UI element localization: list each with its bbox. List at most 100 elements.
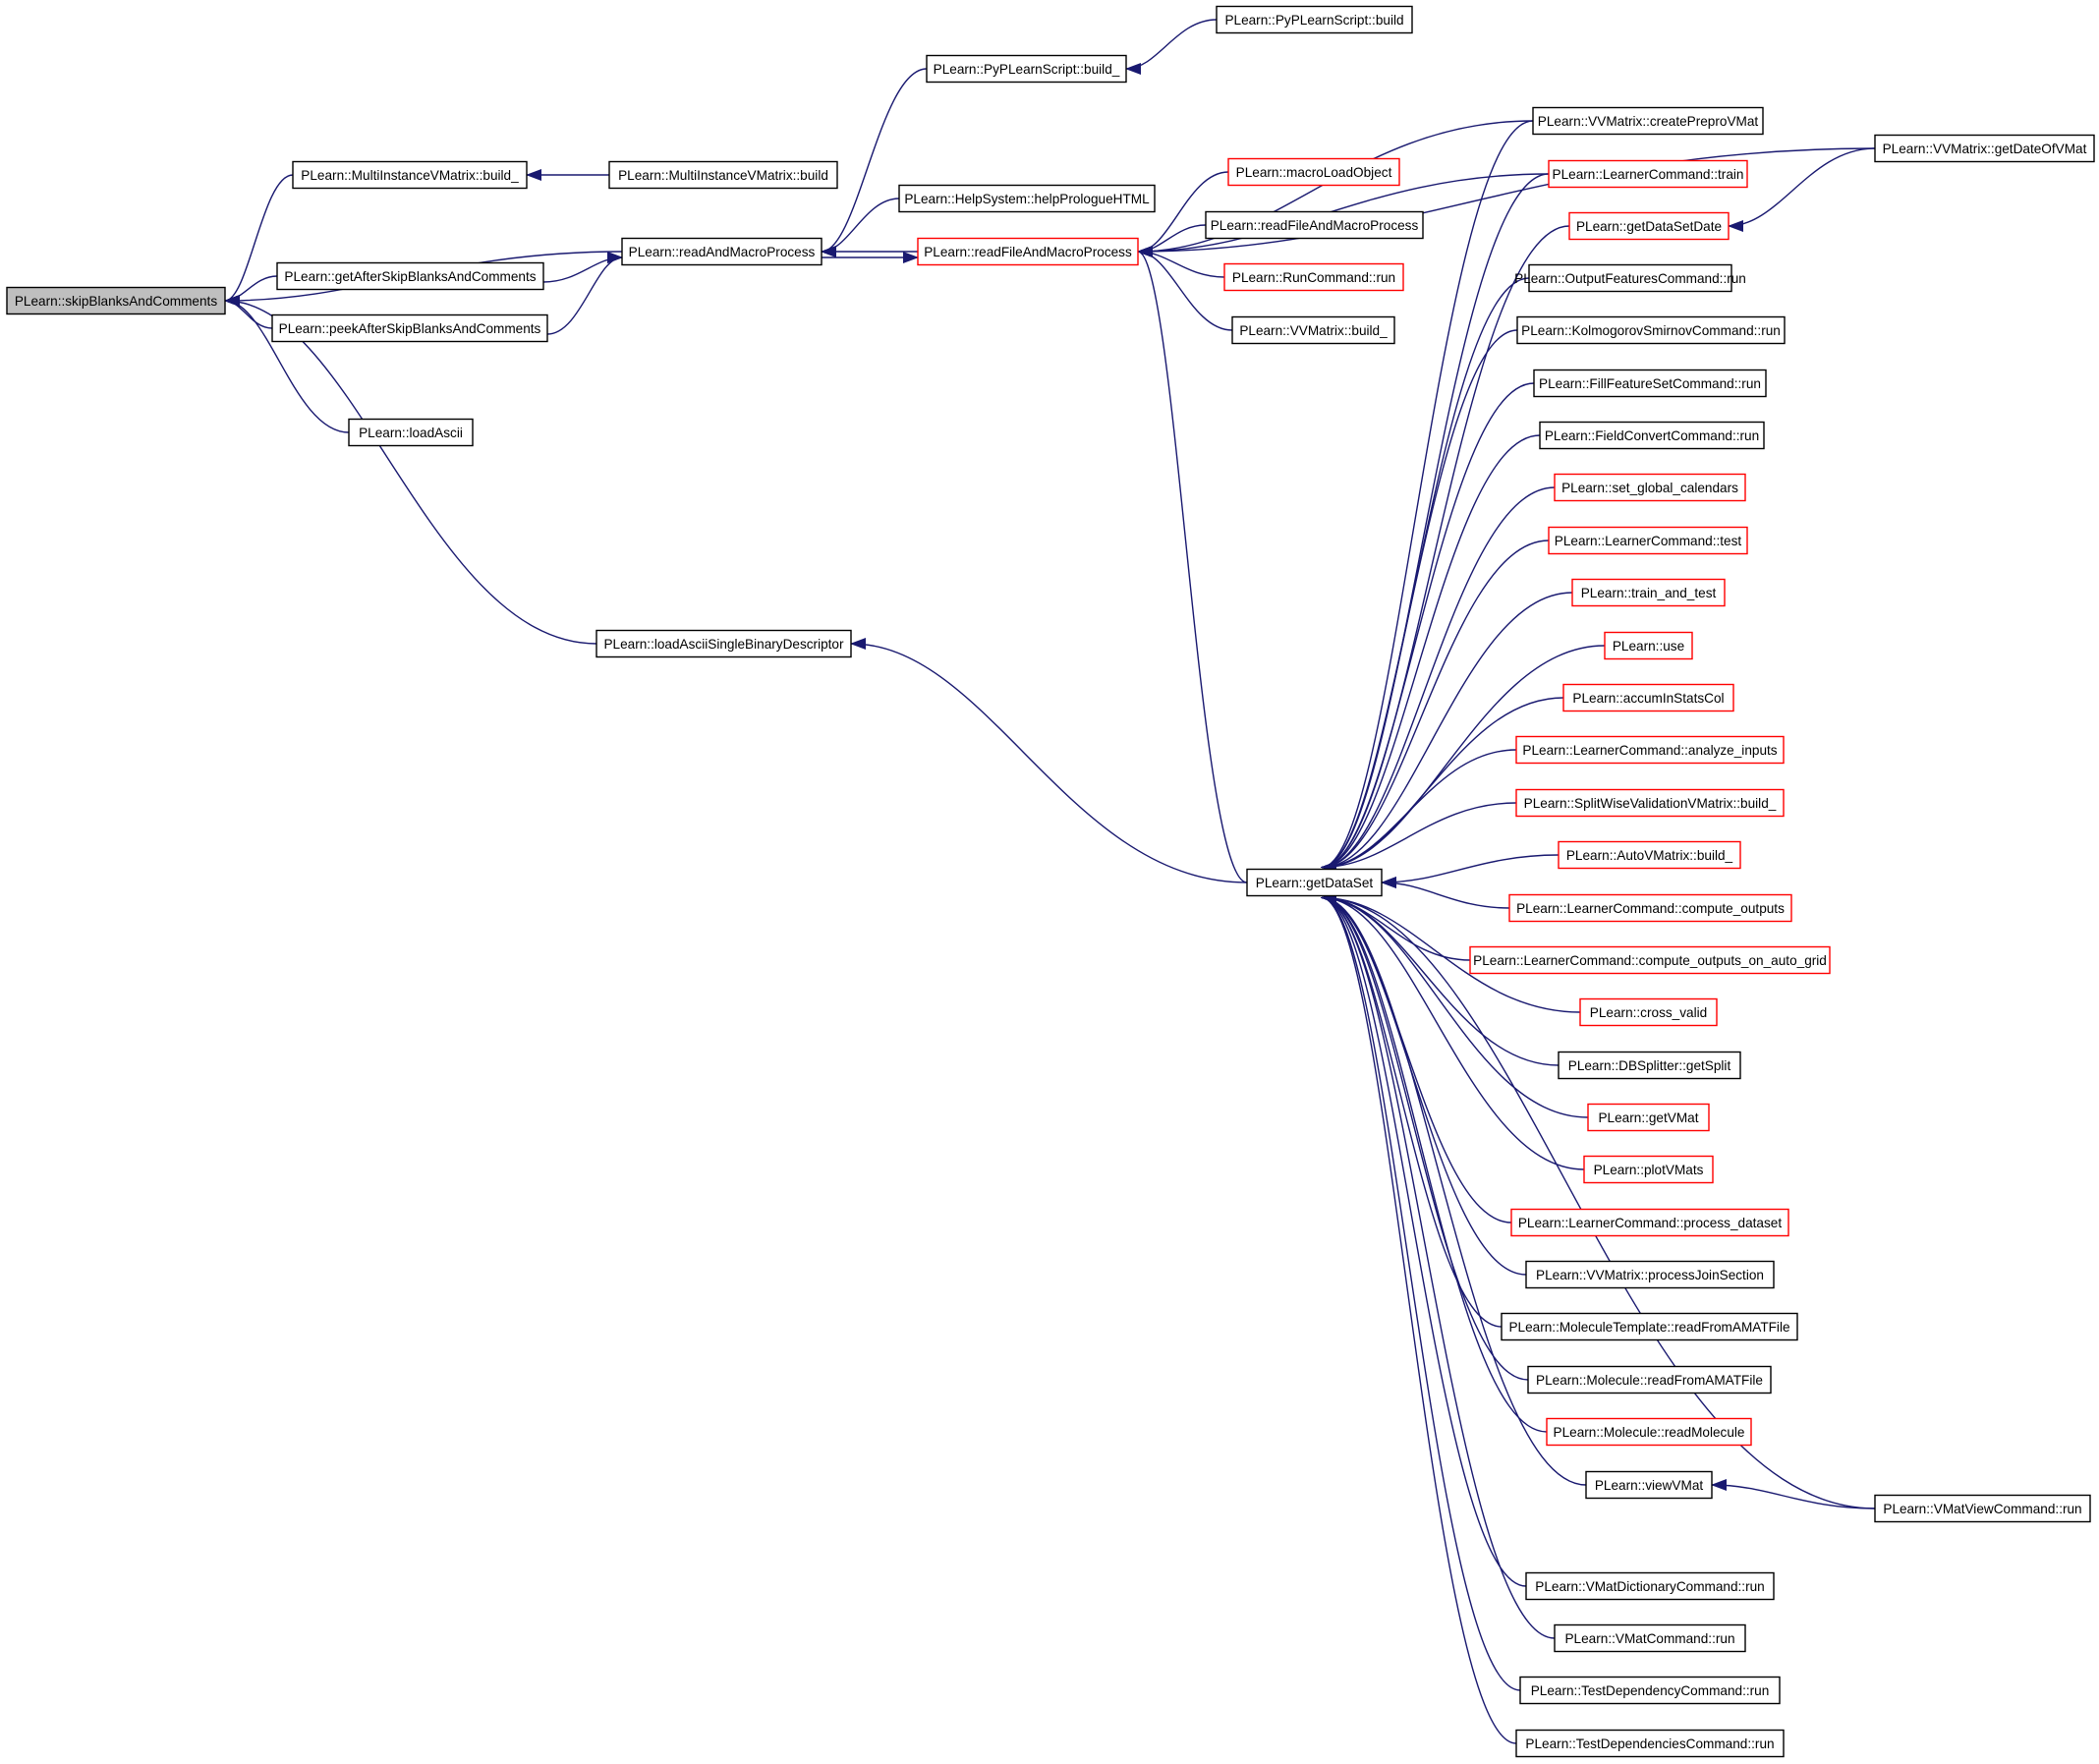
node-pyplearn_build[interactable]: PLearn::PyPLearnScript::build (1216, 5, 1413, 34)
node-box (1527, 1365, 1772, 1394)
node-mivm_build_[interactable]: PLearn::MultiInstanceVMatrix::build_ (292, 160, 528, 190)
node-loadasciisbd[interactable]: PLearn::loadAsciiSingleBinaryDescriptor (596, 629, 852, 658)
edge-getvmat-to-getdataset (1321, 891, 1589, 1118)
node-vmatview[interactable]: PLearn::VMatViewCommand::run (1874, 1494, 2091, 1523)
node-mivm_build[interactable]: PLearn::MultiInstanceVMatrix::build (608, 160, 838, 190)
node-box (1558, 1051, 1741, 1080)
node-label: PLearn::getAfterSkipBlanksAndComments (284, 269, 536, 284)
node-testdep[interactable]: PLearn::TestDependencyCommand::run (1519, 1676, 1781, 1705)
node-moltemplate[interactable]: PLearn::MoleculeTemplate::readFromAMATFi… (1501, 1312, 1798, 1341)
node-createprepro[interactable]: PLearn::VVMatrix::createPreproVMat (1532, 106, 1764, 136)
node-loadascii[interactable]: PLearn::loadAscii (348, 418, 474, 447)
node-box (1539, 421, 1765, 450)
edge-getafter-to-readandmacro (542, 252, 623, 283)
node-box (621, 237, 823, 266)
node-box (276, 261, 544, 291)
node-trainandtest[interactable]: PLearn::train_and_test (1571, 578, 1726, 607)
node-box (1510, 1208, 1789, 1237)
edge-compute_outputs-to-getdataset (1381, 877, 1510, 909)
node-testdeps[interactable]: PLearn::TestDependenciesCommand::run (1515, 1729, 1785, 1758)
node-vmatcmd[interactable]: PLearn::VMatCommand::run (1554, 1623, 1746, 1653)
node-readfile1[interactable]: PLearn::readFileAndMacroProcess (917, 237, 1139, 266)
edges-layer (224, 19, 1876, 1744)
edge-molreadmol-to-getdataset (1321, 891, 1548, 1433)
node-compute_outputs[interactable]: PLearn::LearnerCommand::compute_outputs (1508, 893, 1792, 923)
node-label: PLearn::accumInStatsCol (1572, 691, 1724, 706)
node-label: PLearn::getDataSetDate (1576, 219, 1722, 234)
node-outputfeatures[interactable]: PLearn::OutputFeaturesCommand::run (1514, 263, 1746, 293)
edge-createprepro-to-readfile1 (1137, 120, 1534, 257)
node-readandmacro[interactable]: PLearn::readAndMacroProcess (621, 237, 823, 266)
node-splitwise[interactable]: PLearn::SplitWiseValidationVMatrix::buil… (1515, 788, 1785, 818)
node-vvm_build_[interactable]: PLearn::VVMatrix::build_ (1231, 315, 1395, 345)
node-accumstats[interactable]: PLearn::accumInStatsCol (1562, 683, 1734, 712)
node-kolmogorov[interactable]: PLearn::KolmogorovSmirnovCommand::run (1516, 315, 1786, 345)
node-skip[interactable]: PLearn::skipBlanksAndComments (6, 286, 226, 315)
edge-testdep-to-getdataset (1321, 891, 1521, 1691)
node-peekafter[interactable]: PLearn::peekAfterSkipBlanksAndComments (271, 313, 548, 343)
node-macroload[interactable]: PLearn::macroLoadObject (1227, 157, 1400, 187)
node-plotvmats[interactable]: PLearn::plotVMats (1583, 1155, 1714, 1184)
edge-analyze-to-getdataset (1321, 749, 1517, 874)
edge-getdataset-to-loadasciisbd (850, 638, 1248, 883)
node-label: PLearn::OutputFeaturesCommand::run (1514, 271, 1746, 286)
node-label: PLearn::RunCommand::run (1232, 270, 1395, 285)
node-label: PLearn::MultiInstanceVMatrix::build_ (301, 168, 519, 183)
edge-setglobal-to-getdataset (1321, 486, 1556, 874)
node-helpprologue[interactable]: PLearn::HelpSystem::helpPrologueHTML (898, 184, 1156, 213)
node-box (1519, 1676, 1781, 1705)
node-runcommand[interactable]: PLearn::RunCommand::run (1223, 262, 1404, 292)
node-getdateofvmat[interactable]: PLearn::VVMatrix::getDateOfVMat (1874, 134, 2095, 163)
edge-autovm-to-getdataset (1381, 854, 1560, 888)
node-readfile2[interactable]: PLearn::readFileAndMacroProcess (1205, 210, 1424, 240)
edge-fillfeatureset-to-getdataset (1321, 382, 1535, 874)
node-getafter[interactable]: PLearn::getAfterSkipBlanksAndComments (276, 261, 544, 291)
node-box (1216, 5, 1413, 34)
node-label: PLearn::VVMatrix::getDateOfVMat (1883, 142, 2087, 156)
node-box (917, 237, 1139, 266)
node-label: PLearn::VMatDictionaryCommand::run (1535, 1579, 1764, 1594)
node-use[interactable]: PLearn::use (1604, 631, 1693, 660)
edge-loadascii-to-skip (224, 295, 350, 433)
node-viewvmat[interactable]: PLearn::viewVMat (1585, 1470, 1713, 1500)
node-box (348, 418, 474, 447)
node-molreadamat[interactable]: PLearn::Molecule::readFromAMATFile (1527, 1365, 1772, 1394)
node-getvmat[interactable]: PLearn::getVMat (1587, 1103, 1710, 1132)
node-processjoin[interactable]: PLearn::VVMatrix::processJoinSection (1525, 1260, 1775, 1289)
node-molreadmol[interactable]: PLearn::Molecule::readMolecule (1546, 1417, 1752, 1447)
node-getdataset[interactable]: PLearn::getDataSet (1246, 868, 1383, 897)
edge-helpprologue-to-readandmacro (821, 198, 900, 257)
node-setglobal[interactable]: PLearn::set_global_calendars (1554, 473, 1746, 502)
node-lc_train[interactable]: PLearn::LearnerCommand::train (1548, 159, 1748, 189)
nodes-layer: PLearn::skipBlanksAndComments PLearn::Mul… (6, 5, 2095, 1758)
node-label: PLearn::train_and_test (1581, 586, 1717, 600)
node-box (1501, 1312, 1798, 1341)
edge-kolmogorov-to-getdataset (1321, 329, 1518, 874)
node-getdatasetdate[interactable]: PLearn::getDataSetDate (1568, 211, 1730, 241)
node-analyze[interactable]: PLearn::LearnerCommand::analyze_inputs (1515, 735, 1785, 765)
node-box (1508, 893, 1792, 923)
node-autovm[interactable]: PLearn::AutoVMatrix::build_ (1558, 840, 1741, 870)
node-fieldconvert[interactable]: PLearn::FieldConvertCommand::run (1539, 421, 1765, 450)
node-label: PLearn::skipBlanksAndComments (15, 294, 217, 309)
node-label: PLearn::VMatCommand::run (1564, 1631, 1734, 1646)
node-processdataset[interactable]: PLearn::LearnerCommand::process_dataset (1510, 1208, 1789, 1237)
node-label: PLearn::AutoVMatrix::build_ (1566, 848, 1733, 863)
node-fillfeatureset[interactable]: PLearn::FillFeatureSetCommand::run (1533, 369, 1767, 398)
node-label: PLearn::readFileAndMacroProcess (1211, 218, 1419, 233)
node-dbsplitter[interactable]: PLearn::DBSplitter::getSplit (1558, 1051, 1741, 1080)
node-lc_test[interactable]: PLearn::LearnerCommand::test (1548, 526, 1748, 555)
node-crossvalid[interactable]: PLearn::cross_valid (1579, 997, 1718, 1027)
node-box (1874, 134, 2095, 163)
node-box (292, 160, 528, 190)
edge-getdateofvmat-to-getdatasetdate (1728, 147, 1876, 232)
node-box (1587, 1103, 1710, 1132)
node-vmatdict[interactable]: PLearn::VMatDictionaryCommand::run (1525, 1571, 1775, 1601)
node-label: PLearn::VVMatrix::build_ (1239, 323, 1388, 338)
node-box (1515, 1729, 1785, 1758)
node-label: PLearn::LearnerCommand::process_dataset (1518, 1216, 1782, 1230)
node-pyplearn_build_[interactable]: PLearn::PyPLearnScript::build_ (926, 54, 1127, 84)
edge-viewvmat-to-getdataset (1321, 891, 1587, 1486)
node-compute_grid[interactable]: PLearn::LearnerCommand::compute_outputs_… (1469, 945, 1831, 975)
